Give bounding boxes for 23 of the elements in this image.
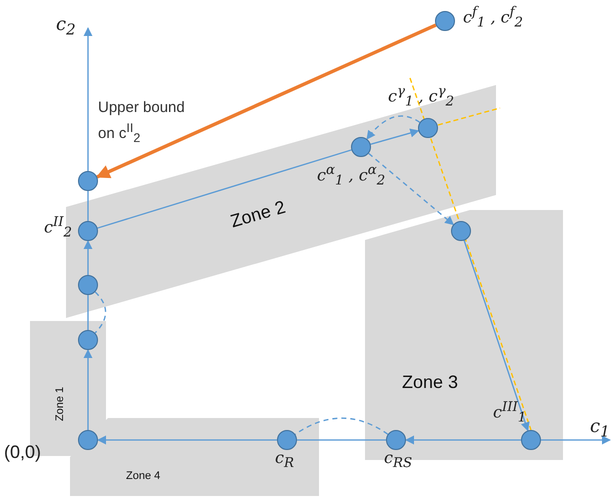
arrow: [84, 240, 92, 275]
zone-label: Zone 3: [402, 372, 458, 393]
arrow: [405, 436, 521, 444]
dashed-arrow: [366, 115, 420, 140]
zone-label: Zone 2: [228, 196, 288, 232]
arrow: [370, 128, 420, 145]
dashed-arrow: [368, 152, 454, 226]
point-label: c$_{R}$: [275, 448, 294, 472]
arrow: [97, 436, 277, 444]
origin-label: (0,0): [4, 442, 42, 463]
connector-line: [97, 149, 352, 229]
point-label: c$_{RS}$: [384, 448, 412, 472]
connector-line: [87, 295, 89, 330]
zone-label: Zone 4: [126, 470, 160, 482]
zone-label: Zone 1: [54, 386, 66, 422]
arrow: [96, 24, 437, 178]
zone-region: [70, 418, 319, 496]
arrow: [84, 349, 92, 430]
axis-label: c$_{2}$: [56, 14, 76, 39]
arrow: [464, 240, 530, 432]
connector-line: [297, 439, 386, 441]
connector-line: [87, 191, 89, 221]
axis-label: c$_{1}$: [590, 416, 610, 441]
